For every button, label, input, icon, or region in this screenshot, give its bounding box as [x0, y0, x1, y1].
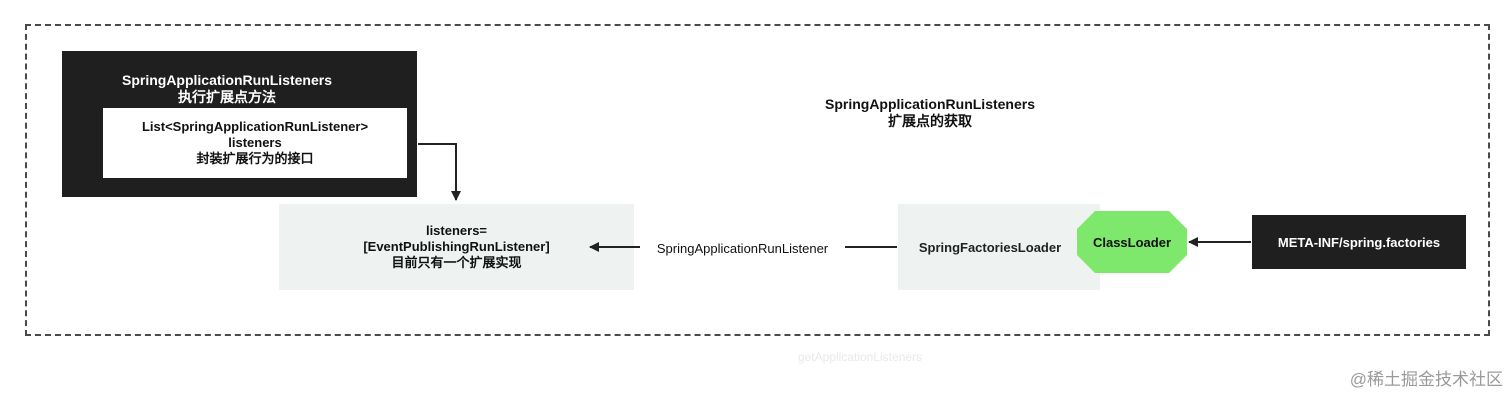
faint-label: getApplicationListeners — [797, 350, 923, 364]
classloader-octagon — [1077, 211, 1187, 273]
factories-loader-label: SpringFactoriesLoader — [918, 239, 1062, 255]
run-listeners-title-line2: 执行扩展点方法 — [178, 89, 276, 105]
meta-inf-box: META-INF/spring.factories — [1252, 215, 1466, 269]
extension-title-line2: 扩展点的获取 — [888, 113, 972, 129]
listeners-interface-line2: listeners — [228, 135, 282, 150]
extension-title: SpringApplicationRunListeners 扩展点的获取 — [770, 96, 1090, 130]
run-listeners-title: SpringApplicationRunListeners 执行扩展点方法 — [62, 72, 392, 106]
listeners-value-line1: listeners= — [425, 223, 488, 238]
listeners-interface-line1: List<SpringApplicationRunListener> — [141, 119, 369, 134]
edge-label: SpringApplicationRunListener — [640, 240, 845, 258]
listeners-value-box: listeners= [EventPublishingRunListener] … — [279, 204, 634, 290]
listeners-interface-line3: 封装扩展行为的接口 — [196, 151, 314, 166]
extension-title-line1: SpringApplicationRunListeners — [824, 96, 1035, 112]
dashed-frame — [25, 24, 1490, 336]
listeners-value-line2: [EventPublishingRunListener] — [363, 239, 550, 254]
classloader-octagon-shape — [1077, 211, 1187, 273]
listeners-interface-box: List<SpringApplicationRunListener> liste… — [103, 108, 407, 178]
run-listeners-title-line1: SpringApplicationRunListeners — [121, 72, 332, 88]
listeners-value-line3: 目前只有一个扩展实现 — [391, 255, 522, 270]
watermark: @稀土掘金技术社区 — [1349, 370, 1503, 389]
factories-loader-box — [898, 204, 1100, 290]
classloader-label: ClassLoader — [1092, 234, 1172, 250]
